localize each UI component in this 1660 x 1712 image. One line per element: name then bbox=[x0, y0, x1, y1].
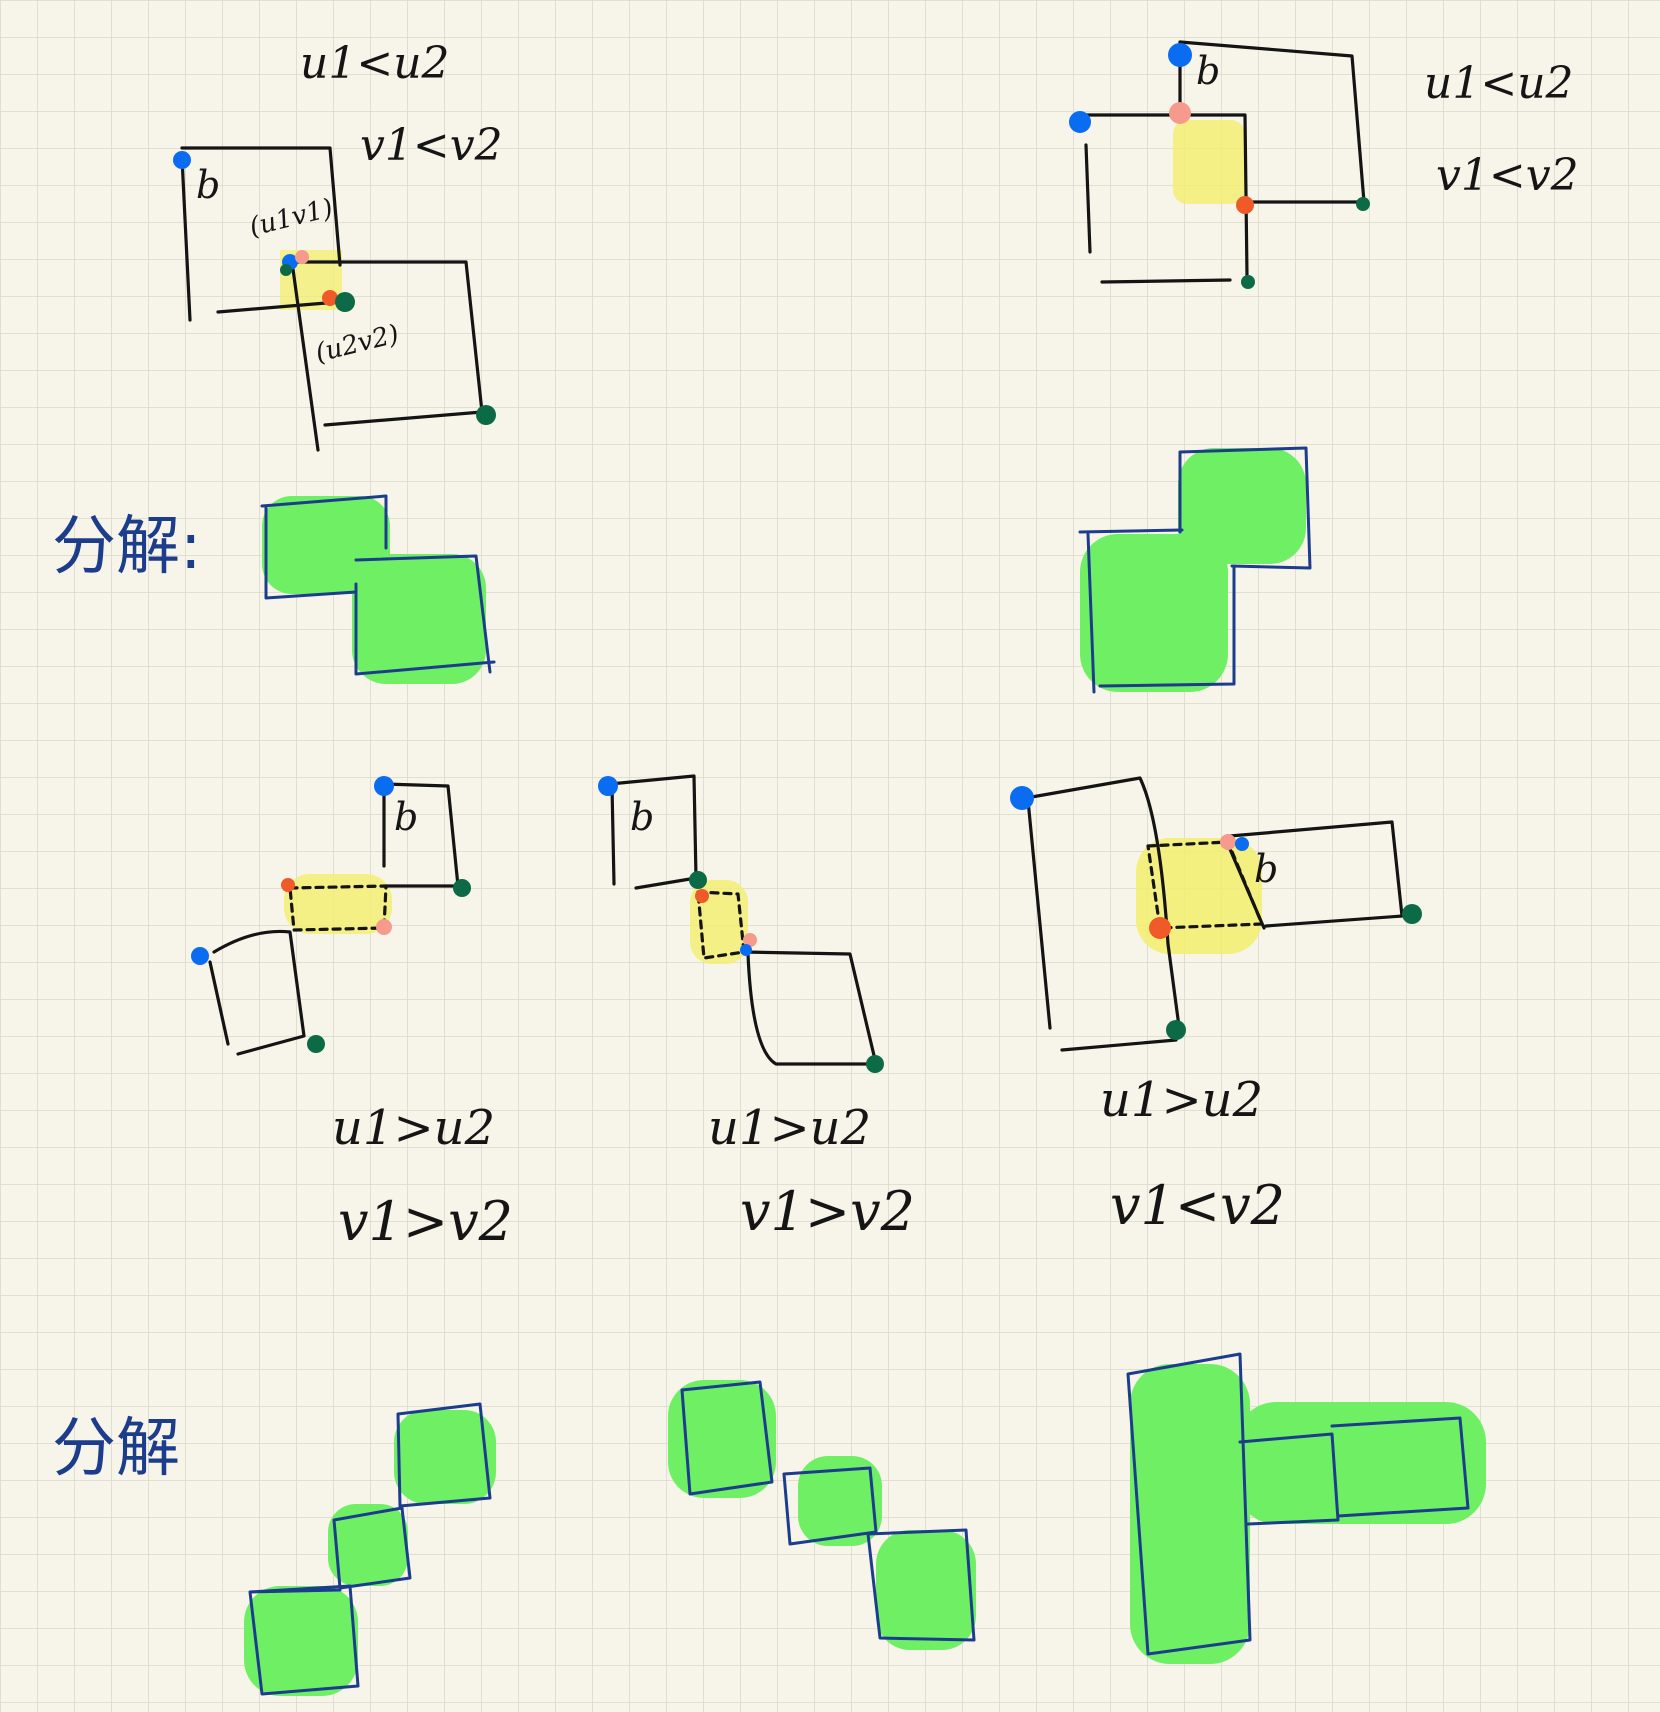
dot-marker bbox=[307, 1035, 325, 1053]
case4-label-b: b bbox=[630, 795, 654, 839]
split-piece bbox=[668, 1380, 776, 1498]
dot-marker bbox=[374, 776, 394, 796]
split-outline bbox=[1078, 528, 1236, 694]
case1-rect-2 bbox=[290, 260, 484, 452]
dot-marker bbox=[866, 1055, 884, 1073]
split-outline bbox=[248, 1584, 360, 1696]
case3-overlap-highlight bbox=[284, 874, 392, 934]
case1-label-b: b bbox=[196, 163, 220, 207]
case2-rect-2 bbox=[1078, 113, 1249, 284]
dot-marker bbox=[1402, 904, 1422, 924]
dot-marker bbox=[191, 947, 209, 965]
dot-marker bbox=[695, 889, 709, 903]
dot-marker bbox=[1169, 102, 1191, 124]
dot-marker bbox=[1241, 275, 1255, 289]
case3-rect-b bbox=[382, 782, 460, 888]
split-label-2: 分解 bbox=[52, 1412, 180, 1486]
split-piece bbox=[1130, 1364, 1250, 1664]
case2-cond-v: v1<v2 bbox=[1436, 150, 1579, 201]
case4-cond-u: u1>u2 bbox=[708, 1100, 871, 1156]
case4-split bbox=[668, 1380, 976, 1650]
dot-marker bbox=[295, 250, 309, 264]
case3-label-b: b bbox=[394, 795, 418, 839]
dot-marker bbox=[1168, 43, 1192, 67]
split-outline bbox=[1330, 1416, 1470, 1518]
split-outline bbox=[396, 1402, 492, 1508]
case5-cond-v: v1<v2 bbox=[1110, 1174, 1285, 1237]
dot-marker bbox=[743, 933, 757, 947]
split-piece bbox=[244, 1586, 358, 1696]
split-outline bbox=[866, 1528, 976, 1642]
case3-cond-v: v1>v2 bbox=[338, 1190, 513, 1253]
case2-cond-u: u1<u2 bbox=[1424, 58, 1574, 109]
case5-overlap bbox=[1146, 840, 1264, 930]
case3-rect-2 bbox=[208, 929, 306, 1056]
dot-marker bbox=[280, 264, 292, 276]
dot-marker bbox=[476, 405, 496, 425]
split-outline bbox=[1126, 1352, 1252, 1656]
dot-marker bbox=[740, 944, 752, 956]
case1-cond-v: v1<v2 bbox=[360, 120, 503, 171]
case1-cond-u: u1<u2 bbox=[300, 38, 450, 89]
split-outline bbox=[782, 1466, 878, 1546]
split-piece bbox=[876, 1530, 976, 1650]
dot-marker bbox=[1356, 197, 1370, 211]
split-piece bbox=[1080, 534, 1228, 692]
dot-marker bbox=[598, 776, 618, 796]
case1-rect-b bbox=[180, 146, 342, 322]
case2-diagram: b u1<u2 v1<v2 bbox=[1069, 40, 1579, 289]
case1-split bbox=[260, 494, 496, 684]
case5-cond-u: u1>u2 bbox=[1100, 1072, 1263, 1128]
case4-rect-2 bbox=[742, 950, 878, 1066]
case4-rect-b bbox=[608, 774, 698, 890]
split-outline bbox=[1178, 446, 1312, 570]
dot-marker bbox=[1235, 837, 1249, 851]
split-outline bbox=[260, 494, 388, 600]
split-piece bbox=[1236, 1402, 1486, 1524]
dot-marker bbox=[335, 292, 355, 312]
case3-cond-u: u1>u2 bbox=[332, 1100, 495, 1156]
split-outline bbox=[354, 554, 496, 676]
dot-marker bbox=[689, 871, 707, 889]
split-piece bbox=[1178, 448, 1306, 564]
dot-marker bbox=[1149, 917, 1171, 939]
dot-marker bbox=[281, 878, 295, 892]
split-piece bbox=[352, 554, 486, 684]
dot-marker bbox=[322, 290, 338, 306]
case5-label-b: b bbox=[1254, 847, 1278, 891]
split-outline bbox=[1238, 1432, 1340, 1526]
split-piece bbox=[394, 1410, 496, 1504]
split-label-1: 分解: bbox=[52, 510, 202, 584]
dot-marker bbox=[1166, 1020, 1186, 1040]
case3-diagram: b u1>u2 v1>v2 bbox=[191, 776, 513, 1253]
dot-marker bbox=[1220, 834, 1236, 850]
case5-split bbox=[1126, 1352, 1486, 1664]
case4-diagram: b u1>u2 v1>v2 bbox=[598, 774, 915, 1243]
dot-marker bbox=[1069, 111, 1091, 133]
dot-marker bbox=[1010, 786, 1034, 810]
case2-split bbox=[1078, 446, 1312, 694]
case2-label-b: b bbox=[1196, 49, 1220, 93]
case2-overlap-highlight bbox=[1173, 120, 1245, 204]
split-piece bbox=[798, 1456, 882, 1546]
split-outline bbox=[680, 1380, 774, 1496]
split-outline bbox=[332, 1506, 412, 1590]
dot-marker bbox=[173, 151, 191, 169]
case5-diagram: b u1>u2 v1<v2 bbox=[1010, 776, 1422, 1237]
dot-marker bbox=[453, 879, 471, 897]
dot-marker bbox=[376, 919, 392, 935]
case3-split bbox=[244, 1402, 496, 1696]
split-piece bbox=[328, 1504, 408, 1586]
dot-marker bbox=[1236, 196, 1254, 214]
case4-cond-v: v1>v2 bbox=[740, 1180, 915, 1243]
